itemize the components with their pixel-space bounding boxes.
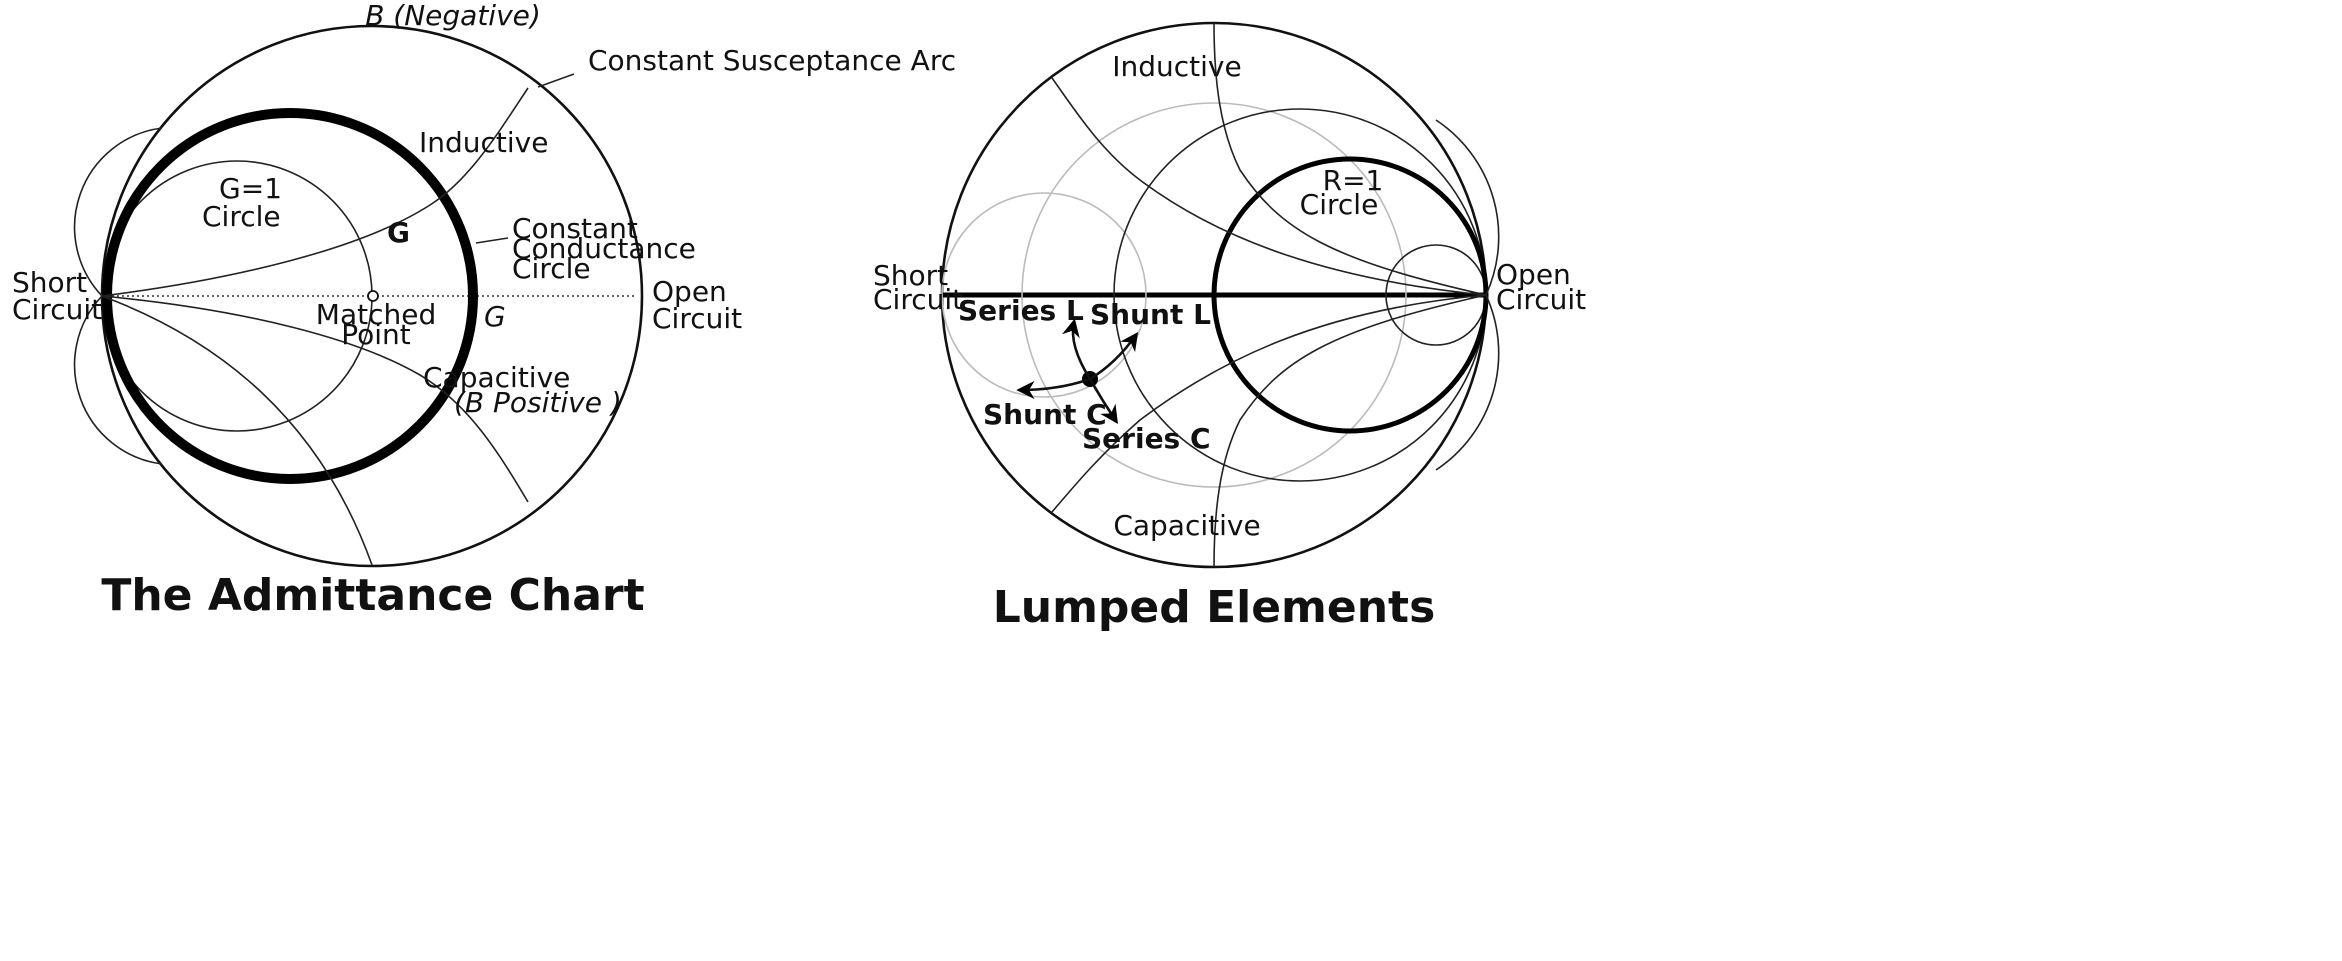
susceptance-arc-leader xyxy=(537,73,575,88)
constant-conductance-label-line3: Circle xyxy=(512,252,591,285)
susceptance-arc-upper-small xyxy=(73,127,163,297)
constant-conductance-label-line2: Conductance xyxy=(512,232,696,265)
admittance-chart: B (Negative) Constant Susceptance Arc In… xyxy=(12,0,956,621)
admittance-chart-title: The Admittance Chart xyxy=(101,570,644,621)
lumped-elements-title: Lumped Elements xyxy=(993,582,1436,633)
lumped-inductive-label: Inductive xyxy=(1112,50,1241,83)
series-l-arrow xyxy=(1089,332,1139,381)
reactance-arc-upper-large xyxy=(1051,77,1487,296)
lumped-capacitive-label: Capacitive xyxy=(1113,509,1260,542)
g1-circle-label-line2: Circle xyxy=(202,200,281,233)
shunt-l-arrow xyxy=(1061,318,1092,380)
lumped-open-circuit-label-line1: Open xyxy=(1496,258,1571,291)
r1-circle-label-line2: Circle xyxy=(1300,188,1379,221)
g1-circle-label-line1: G=1 xyxy=(219,172,282,205)
lumped-short-circuit-label-line1: Short xyxy=(873,259,948,292)
b-positive-label: (B Positive ) xyxy=(454,386,622,419)
g-italic-label: G xyxy=(484,300,506,333)
reactance-arc-capacitive xyxy=(1213,294,1487,568)
matched-point-label-line1: Matched xyxy=(316,298,436,331)
matched-point-marker xyxy=(367,290,379,302)
inductive-label: Inductive xyxy=(419,126,548,159)
capacitive-label: Capacitive xyxy=(423,361,570,394)
series-l-label: Series L xyxy=(958,294,1084,327)
susceptance-arc-lower-large xyxy=(101,295,373,566)
open-circuit-label-line1: Open xyxy=(652,275,727,308)
reactance-arc-lower-large xyxy=(1051,294,1487,513)
series-c-label: Series C xyxy=(1082,422,1211,455)
short-circuit-label-line2: Circuit xyxy=(12,293,102,326)
constant-susceptance-arc-label: Constant Susceptance Arc xyxy=(588,44,956,77)
b-negative-label: B (Negative) xyxy=(365,0,541,32)
lumped-short-circuit-label-line2: Circuit xyxy=(873,283,963,316)
matched-point-label-line2: Point xyxy=(341,318,411,351)
shunt-l-label: Shunt L xyxy=(1090,298,1211,331)
susceptance-arc-lower-small xyxy=(73,295,163,465)
lumped-open-circuit-label-line2: Circuit xyxy=(1496,283,1586,316)
reactance-arc-upper-small xyxy=(1435,119,1500,296)
open-circuit-label-line2: Circuit xyxy=(652,302,742,335)
series-c-arrow xyxy=(1088,378,1119,425)
lumped-elements-chart: Inductive R=1 Circle Short Circuit Open … xyxy=(873,21,1586,633)
shunt-c-label: Shunt C xyxy=(983,398,1107,431)
constant-conductance-label-line1: Constant xyxy=(512,212,638,245)
short-circuit-label-line1: Short xyxy=(12,266,87,299)
capacitive-susceptance-arc xyxy=(101,295,529,503)
shunt-c-arrow xyxy=(1016,377,1091,400)
conductance-circle-leader xyxy=(475,237,509,244)
g-bold-label: G xyxy=(387,216,410,249)
admittance-g-small-circle xyxy=(941,192,1147,398)
r1-circle-label-line1: R=1 xyxy=(1323,164,1384,197)
admittance-g1-circle xyxy=(1021,102,1407,488)
reactance-arc-inductive xyxy=(1213,22,1487,296)
reactance-arc-lower-small xyxy=(1435,294,1500,471)
constant-susceptance-arc xyxy=(101,87,529,297)
